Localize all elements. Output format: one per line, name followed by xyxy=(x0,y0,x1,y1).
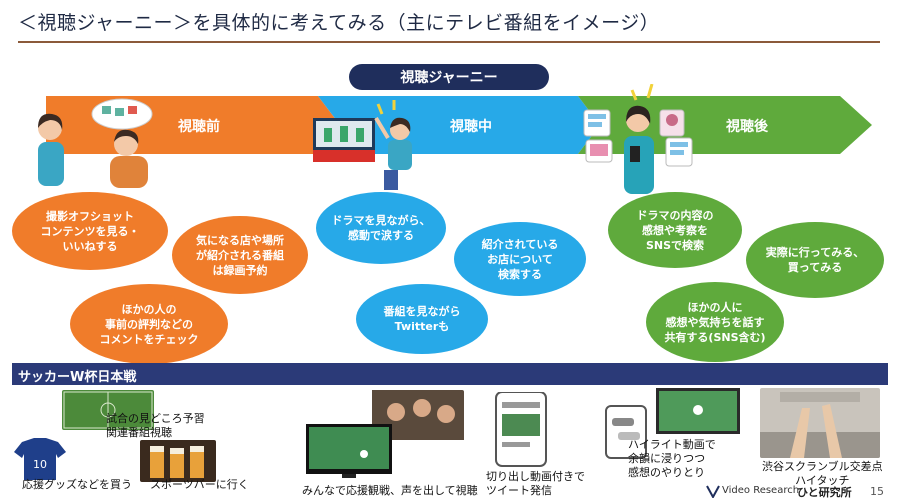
group-watching-image xyxy=(306,390,464,478)
bubble-go-buy: 実際に行ってみる、 買ってみる xyxy=(746,222,884,298)
soccer-field-image xyxy=(62,390,154,430)
video-research-logo-icon xyxy=(706,485,720,498)
bubble-share-feelings: ほかの人に 感想や気持ちを話す 共有する(SNS含む) xyxy=(646,282,784,362)
stage-label-after: 視聴後 xyxy=(726,119,768,135)
bubble-search-shop: 紹介されている お店について 検索する xyxy=(454,222,586,296)
title-divider xyxy=(18,41,880,43)
people-thinking-illustration xyxy=(38,98,153,188)
caption-preview-program: 試合の見どころ予習 関連番組視聴 xyxy=(106,412,205,439)
bubble-sns-search: ドラマの内容の 感想や考察を SNSで検索 xyxy=(608,192,742,268)
high-five-image xyxy=(760,388,880,458)
jersey-icon: 10 xyxy=(14,438,66,480)
caption-buy-goods: 応援グッズなどを買う xyxy=(22,478,132,491)
footer-brand: ひと研究所 xyxy=(797,486,852,499)
sports-bar-image xyxy=(140,440,216,482)
caption-group-viewing: みんなで応援観戦、声を出して視聴 xyxy=(302,484,478,497)
caption-highlight-chat: ハイライト動画で 余韻に浸りつつ 感想のやりとり xyxy=(628,438,716,479)
tv-watching-illustration xyxy=(313,100,412,190)
caption-tweet-clip: 切り出し動画付きで ツイート発信 xyxy=(486,470,585,497)
caption-shibuya-highfive: 渋谷スクランブル交差点 ハイタッチ xyxy=(762,460,883,487)
bubble-record-reservation: 気になる店や場所 が紹介される番組 は録画予約 xyxy=(172,216,308,294)
phone-video-icon xyxy=(495,392,547,467)
highlight-chat-icon xyxy=(605,388,740,459)
soccer-section-title: サッカーW杯日本戦 xyxy=(18,370,137,385)
bubble-check-reviews: ほかの人の 事前の評判などの コメントをチェック xyxy=(70,284,228,364)
jersey-number: 10 xyxy=(33,458,47,471)
stage-label-during: 視聴中 xyxy=(450,119,492,135)
soccer-section-header xyxy=(12,363,888,385)
stage-label-before: 視聴前 xyxy=(178,119,220,135)
page-title: ＜視聴ジャーニー＞を具体的に考えてみる（主にテレビ番組をイメージ） xyxy=(18,12,660,34)
stage-arrow-during xyxy=(318,96,600,154)
sns-checking-illustration xyxy=(583,84,693,194)
bubble-twitter: 番組を見ながら Twitterも xyxy=(356,284,488,354)
journey-label: 視聴ジャーニー xyxy=(349,64,549,90)
caption-sports-bar: スポーツバーに行く xyxy=(150,478,249,491)
footer-logo-text: Video Research xyxy=(722,485,800,496)
bubble-offshot: 撮影オフショット コンテンツを見る・ いいねする xyxy=(12,192,168,270)
bubble-drama-tears: ドラマを見ながら、 感動で涙する xyxy=(316,192,446,264)
page-number: 15 xyxy=(870,485,884,498)
